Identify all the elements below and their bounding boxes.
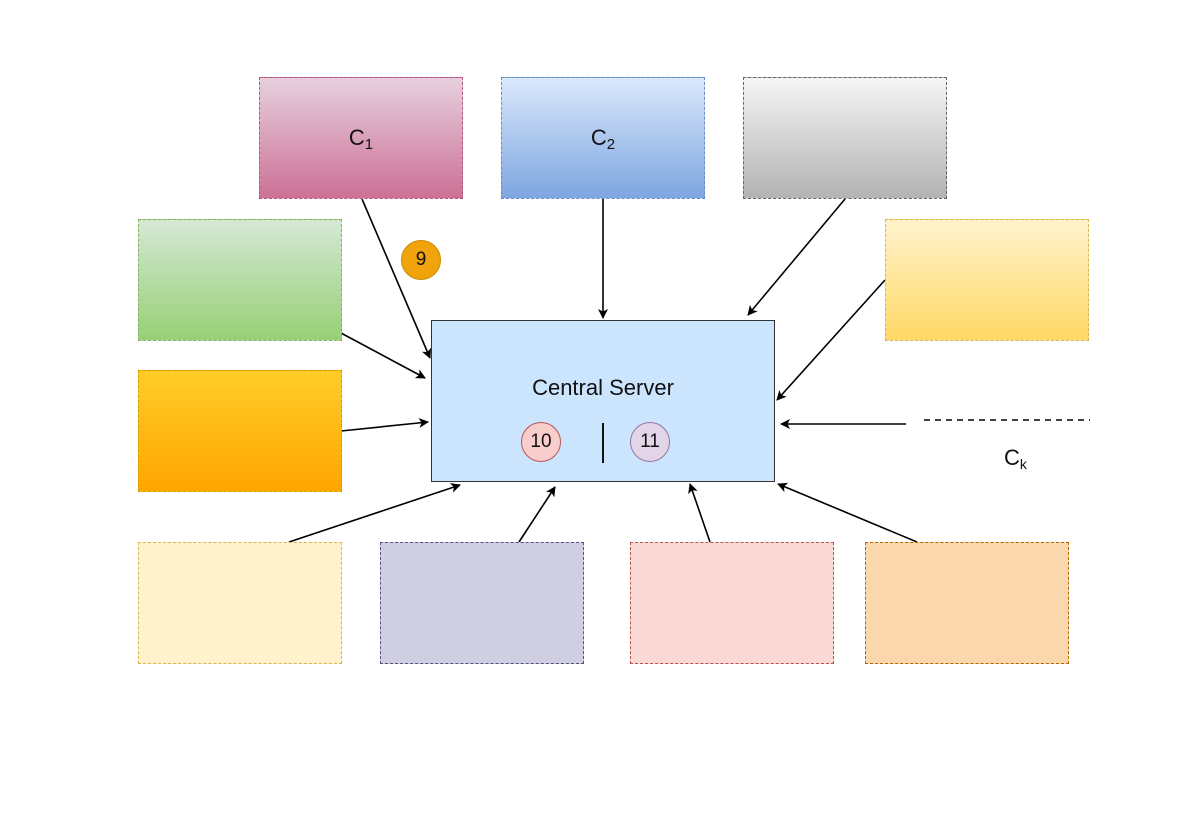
arrow-lav-to-server [518,486,556,543]
arrow-gray-to-server [747,198,846,316]
arrow-pink-to-server [361,198,432,359]
client-box-gray [743,77,947,199]
server-title: Central Server [532,375,674,400]
server-divider [602,423,604,463]
client-label: C2 [590,125,616,153]
server-badge-11: 11 [630,422,670,462]
arrow-orange-to-server [340,417,429,432]
client-box-rose [630,542,834,664]
client-box-yellow [885,219,1089,341]
badge-label: 11 [640,431,660,452]
step-badge-9: 9 [401,240,441,280]
arrow-yellow-to-server [776,279,886,401]
arrow-peach-to-server [777,482,918,543]
central-server-box: Central Server 10 11 [431,320,775,482]
client-box-orange [138,370,342,492]
arrow-cream-to-server [288,483,461,543]
server-badge-10: 10 [521,422,561,462]
client-box-cream [138,542,342,664]
arrow-green-to-server [340,332,426,379]
client-box-c1: C1 [259,77,463,199]
client-box-lavender [380,542,584,664]
client-label: C1 [348,125,374,153]
client-ck-label: Ck [1004,445,1027,472]
arrow-rose-to-server [688,483,711,543]
client-box-peach [865,542,1069,664]
client-box-green [138,219,342,341]
client-box-c2: C2 [501,77,705,199]
step-badge-label: 9 [415,249,427,270]
badge-label: 10 [530,431,552,452]
